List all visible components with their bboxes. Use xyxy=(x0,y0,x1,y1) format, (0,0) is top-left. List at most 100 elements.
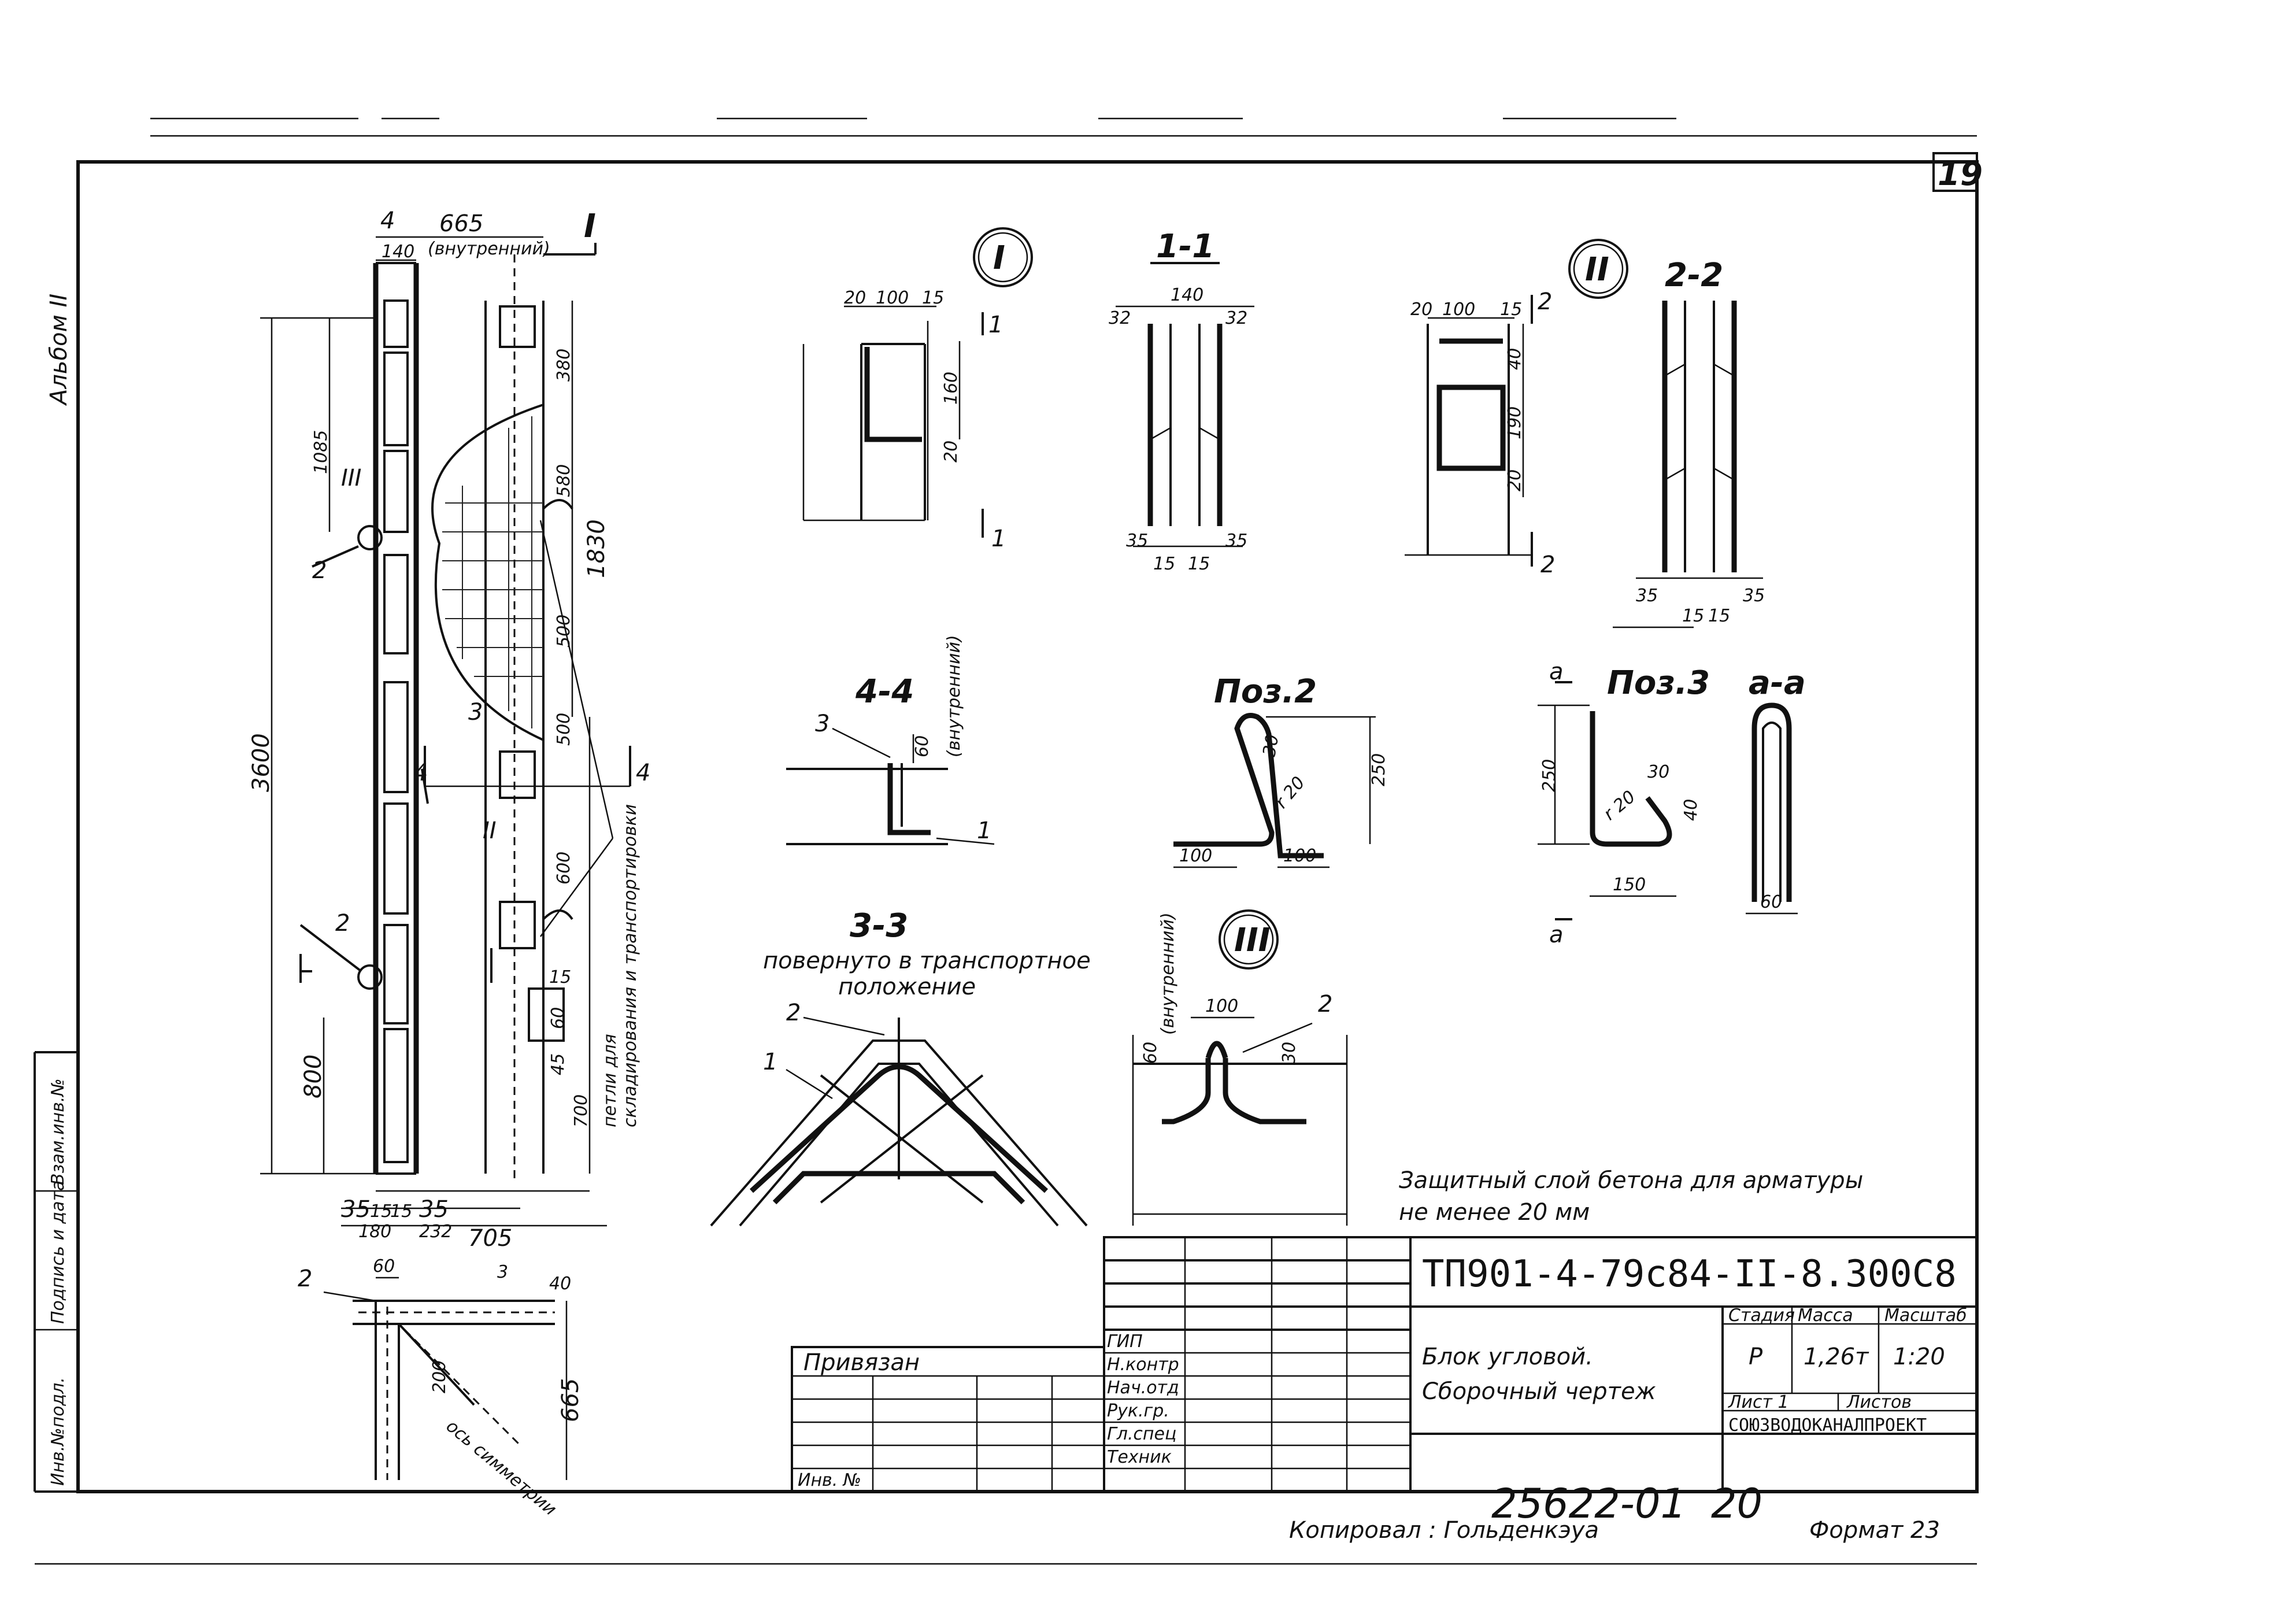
dim-600: 600 xyxy=(554,852,574,885)
plan-dim-200: 200 xyxy=(429,1360,450,1393)
scale-header: Масштаб xyxy=(1884,1305,1967,1326)
side-label-sign: Подпись и дата xyxy=(48,1181,68,1325)
lifting-note-1: петли для xyxy=(600,1034,620,1127)
dim-marker-4: 4 xyxy=(380,208,395,234)
side-label-podl: Инв.№подл. xyxy=(48,1377,68,1486)
callout-3-main: 3 xyxy=(468,699,483,726)
s11-dim-32a: 32 xyxy=(1109,308,1131,328)
callout-node-2-main: II xyxy=(483,817,497,844)
p2-dim-30: 30 xyxy=(1259,733,1283,759)
node-3-detail xyxy=(1132,909,1348,1226)
p2-dim-100a: 100 xyxy=(1179,846,1212,866)
section-3-3-note-2: положение xyxy=(838,974,976,1000)
s11-dim-32b: 32 xyxy=(1225,308,1247,328)
n1-section-1-top: 1 xyxy=(988,312,1003,338)
p3-dim-150: 150 xyxy=(1613,875,1646,895)
n1-dim-160: 160 xyxy=(941,372,961,405)
aa-dim-60: 60 xyxy=(1760,892,1782,912)
s11-dim-140: 140 xyxy=(1171,285,1203,305)
p3-dim-30: 30 xyxy=(1647,762,1669,782)
section-1-1 xyxy=(1116,262,1254,547)
s22-dim-15a: 15 xyxy=(1682,606,1704,626)
section-1-1-label: 1-1 xyxy=(1156,228,1214,265)
scan-artifacts xyxy=(35,117,1977,1565)
dim-overall-height: 3600 xyxy=(248,733,275,792)
section-3-3-note-1: повернуто в транспортное xyxy=(763,948,1091,974)
section-4-4 xyxy=(786,727,995,845)
section-2-2 xyxy=(1613,301,1763,628)
dim-60a: 60 xyxy=(548,1007,568,1029)
inv-label: Инв. № xyxy=(798,1470,861,1490)
designation: ТП901-4-79с84-II-8.300С8 xyxy=(1422,1253,1957,1296)
node-1-label: I xyxy=(993,239,1005,277)
p3-dim-250: 250 xyxy=(1539,759,1560,792)
title-line-2: Сборочный чертеж xyxy=(1422,1378,1656,1405)
plan-view xyxy=(323,1277,568,1480)
s44-dim-60: 60 xyxy=(912,735,932,757)
stage-header: Стадия xyxy=(1728,1305,1795,1326)
section-2-2-label: 2-2 xyxy=(1665,257,1723,294)
s44-callout-3: 3 xyxy=(815,711,829,737)
album-label: Альбом II xyxy=(46,294,72,406)
scale-value: 1:20 xyxy=(1893,1344,1945,1370)
stamp-row-6: Техник xyxy=(1107,1447,1172,1467)
callout-4-left: 4 xyxy=(413,760,428,786)
n2-dim-100: 100 xyxy=(1442,299,1475,320)
dim-top-width: 665 xyxy=(439,210,483,237)
dim-top-140: 140 xyxy=(382,242,414,262)
dim-bottom-705: 705 xyxy=(468,1225,512,1252)
side-label-inv: Взам.инв.№ xyxy=(48,1078,68,1185)
plan-dim-40: 40 xyxy=(549,1274,571,1294)
stamp-row-3: Нач.отд xyxy=(1107,1378,1179,1398)
stamp-row-2: Н.контр xyxy=(1107,1355,1179,1375)
note-line-2: не менее 20 мм xyxy=(1399,1199,1590,1226)
note-line-1: Защитный слой бетона для арматуры xyxy=(1399,1167,1863,1194)
s22-dim-35a: 35 xyxy=(1636,586,1658,606)
dim-bottom-232: 232 xyxy=(419,1222,452,1242)
dim-580: 580 xyxy=(554,464,574,497)
callout-2-lower: 2 xyxy=(335,910,350,937)
plan-callout-2: 2 xyxy=(298,1266,312,1292)
n3-callout-2: 2 xyxy=(1318,991,1332,1018)
p2-dim-100b: 100 xyxy=(1283,846,1316,866)
title-block xyxy=(791,1236,1978,1493)
main-elevation xyxy=(260,236,631,1227)
dim-380: 380 xyxy=(554,349,574,382)
s22-dim-15b: 15 xyxy=(1708,606,1730,626)
section-3-3 xyxy=(710,1016,1088,1227)
archive-sheet: 20 xyxy=(1711,1480,1762,1527)
inner-label-top: (внутренний) xyxy=(428,239,550,259)
p3-dim-r: r 20 xyxy=(1600,787,1639,824)
callout-2-upper: 2 xyxy=(312,557,327,584)
section-3-3-label: 3-3 xyxy=(850,907,908,945)
plan-dim-60: 60 xyxy=(373,1256,395,1277)
dim-800: 800 xyxy=(300,1055,327,1098)
stamp-row-1: ГИП xyxy=(1107,1331,1143,1352)
callout-4-right: 4 xyxy=(636,760,650,786)
plan-callout-3: 3 xyxy=(497,1262,508,1282)
callout-node-3-main: III xyxy=(341,465,361,491)
s11-dim-35a: 35 xyxy=(1126,531,1148,551)
s11-dim-35b: 35 xyxy=(1225,531,1247,551)
n2-section-2-bottom: 2 xyxy=(1540,552,1555,578)
pos-2-label: Поз.2 xyxy=(1214,673,1317,711)
n3-inner: (внутренний) xyxy=(1158,912,1178,1035)
s11-dim-15b: 15 xyxy=(1188,554,1210,574)
plan-dim-665: 665 xyxy=(557,1378,584,1422)
n2-dim-20b: 20 xyxy=(1505,469,1525,491)
dim-bottom-15a: 15 xyxy=(370,1201,392,1222)
section-4-4-label: 4-4 xyxy=(855,673,914,711)
node-2-detail xyxy=(1405,239,1628,567)
n3-dim-60: 60 xyxy=(1140,1042,1161,1064)
s44-inner: (внутренний) xyxy=(944,635,964,757)
node-3-label: III xyxy=(1234,922,1271,959)
page-number: 19 xyxy=(1938,156,1983,193)
callout-node-1-main: I xyxy=(584,208,596,245)
mass-value: 1,26т xyxy=(1804,1344,1869,1370)
stamp-row-5: Гл.спец xyxy=(1107,1424,1176,1444)
p3-callout-a-bottom: а xyxy=(1549,922,1564,948)
n2-dim-40: 40 xyxy=(1505,348,1525,370)
sheets-label: Листов xyxy=(1846,1392,1912,1412)
dim-700: 700 xyxy=(571,1094,591,1127)
title-line-1: Блок угловой. xyxy=(1422,1344,1593,1370)
